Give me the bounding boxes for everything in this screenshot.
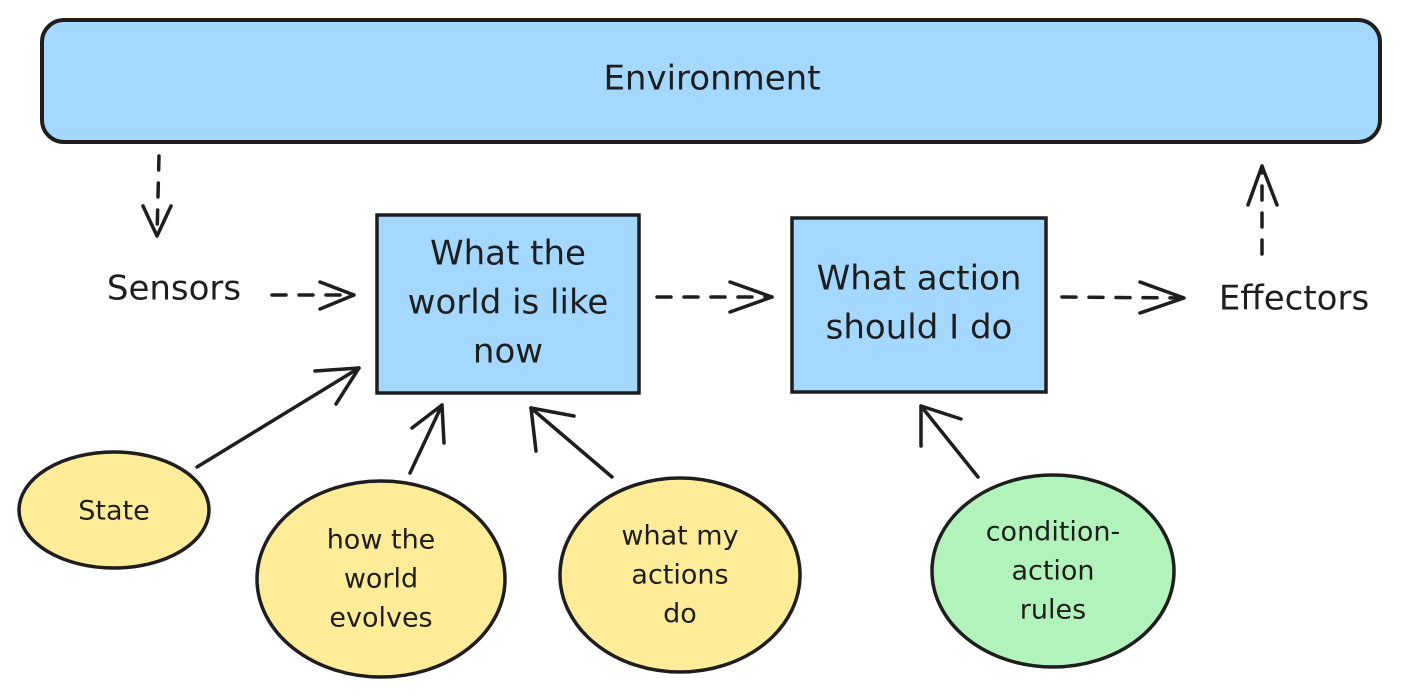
world-evolves-node[interactable]: how the world evolves (255, 479, 507, 679)
action-to-effectors-arrow (1060, 280, 1186, 315)
world-evolves-to-world-arrow (408, 403, 446, 475)
action-line-1: What action (817, 259, 1022, 299)
action-line-2: should I do (826, 308, 1013, 348)
world-state-line-3: now (473, 332, 543, 372)
rules-line-3: rules (1020, 595, 1086, 626)
world-state-rect (375, 213, 641, 395)
world-evolves-line-1: how the (327, 525, 436, 556)
my-actions-ellipse (558, 476, 802, 674)
state-node[interactable]: State (17, 450, 211, 570)
my-actions-line-3: do (663, 599, 697, 630)
environment-label: Environment (603, 59, 820, 99)
world-state-box[interactable]: What the world is like now (375, 213, 641, 395)
my-actions-to-world-arrow (529, 406, 614, 479)
effectors-to-env-arrow (1246, 164, 1279, 256)
environment-bar (40, 18, 1382, 144)
effectors-label: Effectors (1219, 279, 1369, 319)
world-evolves-line-2: world (344, 564, 418, 595)
rules-node[interactable]: condition- action rules (930, 473, 1176, 669)
world-to-action-arrow (655, 280, 774, 314)
state-to-world-arrow (195, 366, 361, 469)
env-to-sensors-arrow (141, 154, 173, 238)
my-actions-line-1: what my (621, 521, 738, 552)
sensors-to-world-arrow (270, 280, 356, 311)
rules-line-1: condition- (986, 517, 1121, 548)
world-state-line-2: world is like (408, 283, 609, 323)
environment-node[interactable]: Environment (40, 18, 1382, 144)
sensors-label: Sensors (107, 269, 241, 309)
world-evolves-ellipse (255, 479, 507, 679)
world-evolves-line-3: evolves (329, 603, 432, 634)
rules-line-2: action (1011, 556, 1094, 587)
action-rect (790, 216, 1048, 394)
my-actions-node[interactable]: what my actions do (558, 476, 802, 674)
state-label: State (78, 496, 149, 527)
world-state-line-1: What the (430, 234, 586, 274)
rules-ellipse (930, 473, 1176, 669)
rules-to-action-arrow (919, 404, 980, 479)
my-actions-line-2: actions (631, 560, 728, 591)
state-ellipse (17, 450, 211, 570)
action-box[interactable]: What action should I do (790, 216, 1048, 394)
